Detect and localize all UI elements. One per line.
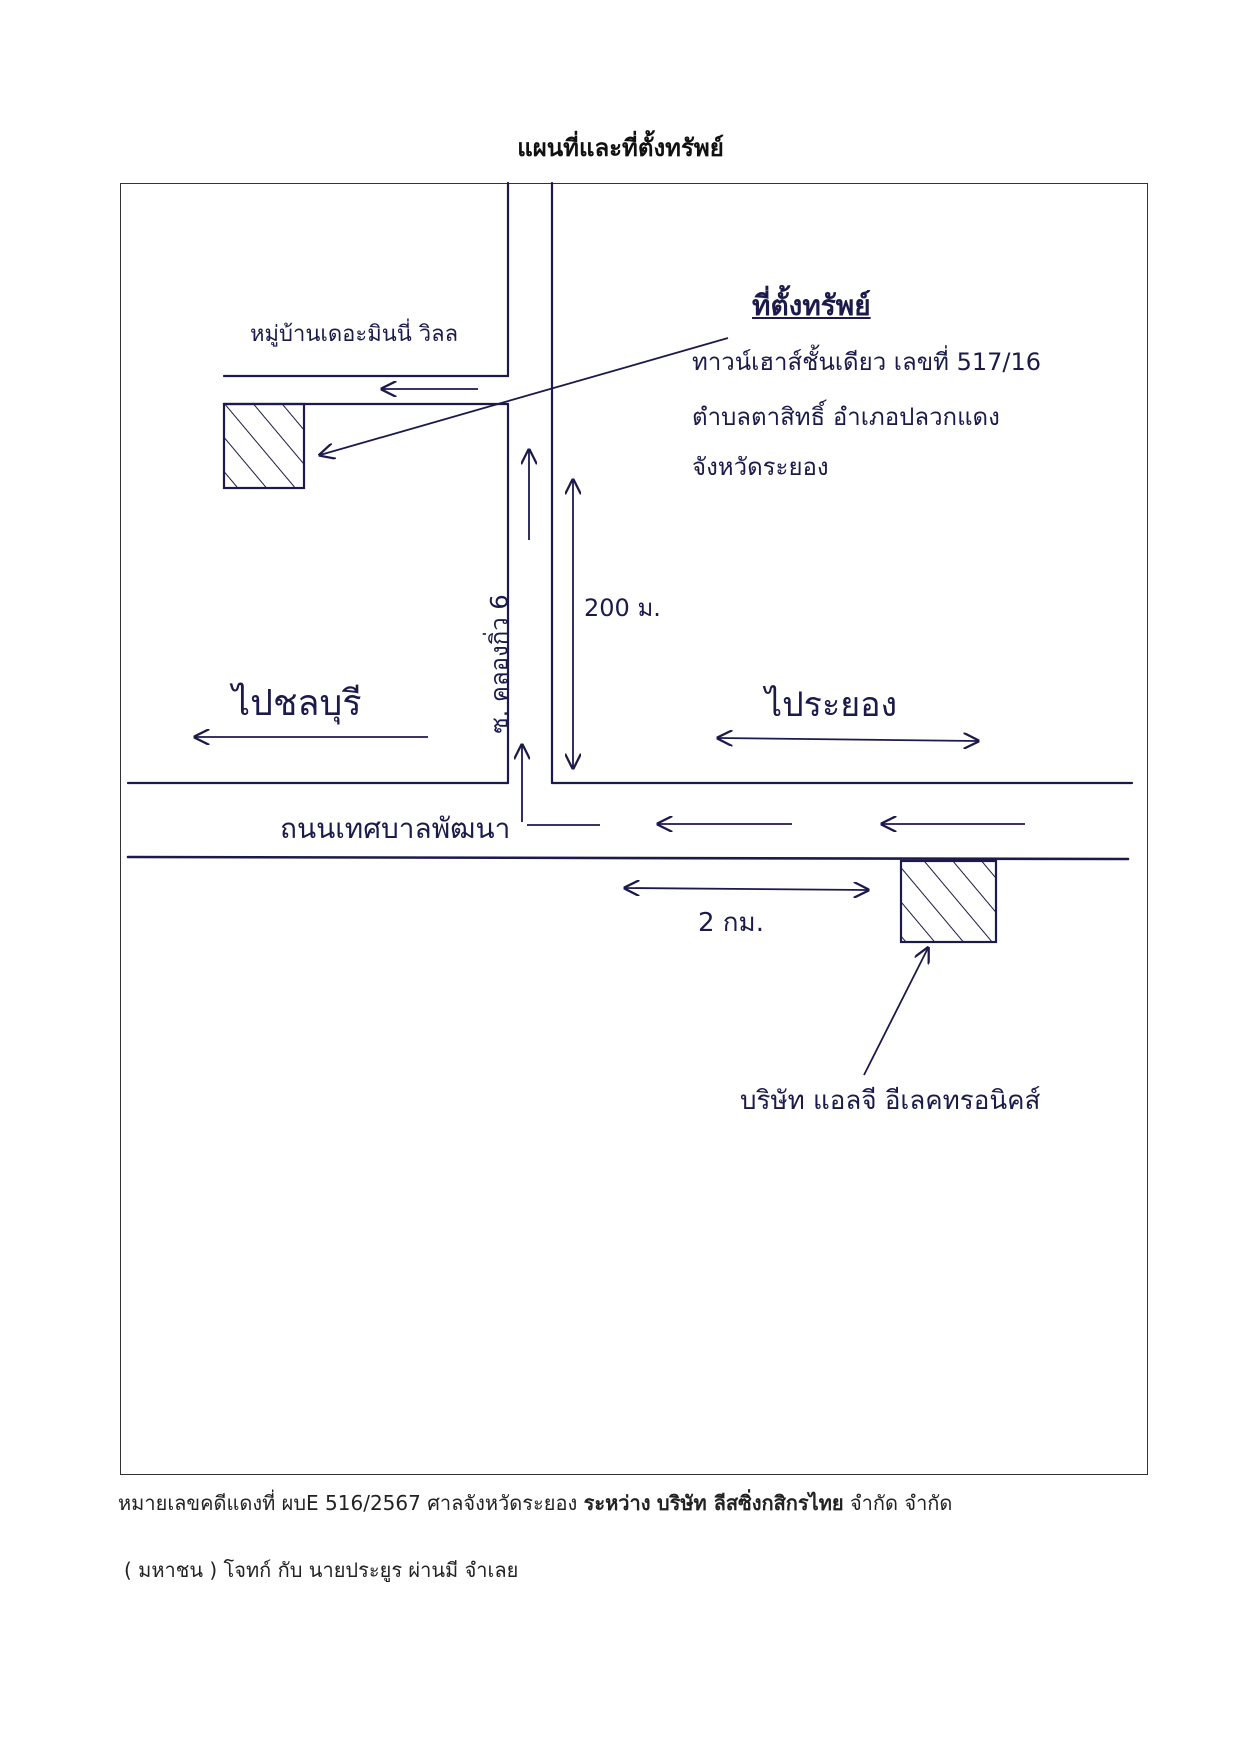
to-rayong-arrow xyxy=(718,738,978,741)
case-plaintiff-suffix: จำกัด จำกัด xyxy=(849,1491,953,1515)
company-box xyxy=(899,859,998,944)
company-distance-label: 2 กม. xyxy=(698,908,764,938)
case-caption-line-1: หมายเลขคดีแดงที่ ผบE 516/2567 ศาลจังหวัด… xyxy=(118,1487,952,1519)
property-box xyxy=(222,402,306,490)
company-pointer-arrow xyxy=(863,948,928,1076)
to-rayong-label: ไประยอง xyxy=(765,685,898,725)
property-pointer-arrow xyxy=(320,337,729,455)
case-plaintiff: บริษัท ลีสซิ่งกสิกรไทย xyxy=(656,1491,844,1515)
main-road-label: ถนนเทศบาลพัฒนา xyxy=(280,812,511,845)
company-2km-arrow xyxy=(625,888,868,890)
village-label: หมู่บ้านเดอะมินนี่ วิลล xyxy=(250,322,459,347)
property-header: ที่ตั้งทรัพย์ xyxy=(752,289,871,322)
map-frame xyxy=(120,183,1148,1475)
main-road-bottom xyxy=(126,855,1130,861)
to-chonburi-label: ไปชลบุรี xyxy=(232,683,362,724)
case-between: ระหว่าง xyxy=(583,1491,651,1515)
property-address-line-3: จังหวัดระยอง xyxy=(692,453,829,481)
case-caption-line-2: ( มหาชน ) โจทก์ กับ นายประยูร ผ่านมี จำเ… xyxy=(124,1558,519,1582)
page-title: แผนที่และที่ตั้งทรัพย์ xyxy=(517,134,724,162)
company-label: บริษัท แอลจี อีเลคทรอนิคส์ xyxy=(740,1086,1041,1116)
property-address-line-1: ทาวน์เฮาส์ชั้นเดียว เลขที่ 517/16 xyxy=(692,348,1042,376)
property-address-line-2: ตำบลตาสิทธิ์ อำเภอปลวกแดง xyxy=(692,403,1000,431)
case-number: หมายเลขคดีแดงที่ ผบE 516/2567 ศาลจังหวัด… xyxy=(118,1491,578,1515)
soi-label: ซ. คลองกิ่ว 6 xyxy=(485,594,514,734)
soi-distance-label: 200 ม. xyxy=(584,594,661,622)
